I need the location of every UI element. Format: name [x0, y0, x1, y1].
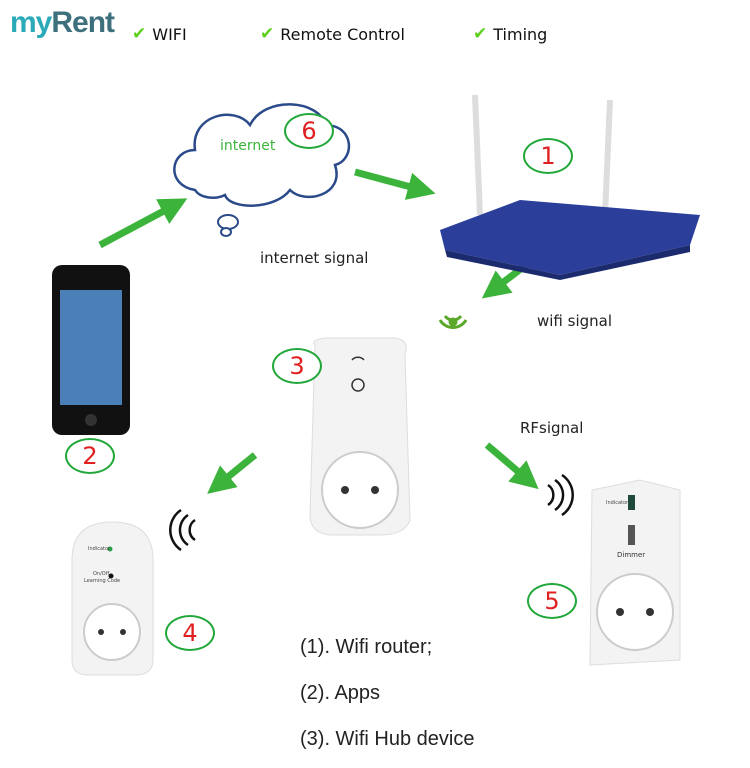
- dimmer-device: [589, 479, 681, 666]
- phone-icon: [52, 265, 130, 435]
- number-badge-1: 1: [523, 138, 573, 174]
- device4-indicator-label: Indicator: [88, 546, 111, 552]
- router-icon: [440, 94, 700, 280]
- device5-dimmer-label: Dimmer: [617, 551, 646, 559]
- feature-label: WIFI: [152, 24, 187, 44]
- rf-signal-label: RFsignal: [520, 419, 584, 437]
- wifi-hub-device: [309, 337, 411, 536]
- number-badge-3: 3: [272, 348, 322, 384]
- feature-wifi: ✔WIFI: [132, 24, 187, 44]
- check-icon: ✔: [132, 24, 147, 44]
- legend-item-3: (3). Wifi Hub device: [300, 728, 475, 750]
- legend-item-1: (1). Wifi router;: [300, 636, 433, 658]
- feature-label: Remote Control: [280, 24, 405, 44]
- number-badge-5: 5: [527, 583, 577, 619]
- check-icon: ✔: [260, 24, 275, 44]
- internet-signal-label: internet signal: [260, 249, 369, 267]
- device4-onoff-label: On/Off: [93, 571, 110, 577]
- wifi-signal-label: wifi signal: [537, 312, 613, 330]
- device4-learning-label: Learning Code: [84, 578, 121, 584]
- number-badge-4: 4: [165, 615, 215, 651]
- feature-label: Timing: [493, 24, 548, 44]
- cloud-label: internet: [220, 138, 276, 154]
- rf-socket-device: [71, 521, 154, 676]
- legend-item-2: (2). Apps: [300, 682, 381, 704]
- number-badge-2: 2: [65, 438, 115, 474]
- wifi-icon: [438, 314, 468, 330]
- feature-timing: ✔Timing: [473, 24, 547, 44]
- feature-remote-control: ✔Remote Control: [260, 24, 405, 44]
- check-icon: ✔: [473, 24, 488, 44]
- rf-wave-icon: [169, 473, 574, 552]
- logo: myRent: [10, 6, 115, 39]
- number-badge-6: 6: [284, 113, 334, 149]
- device5-indicator-label: Indicator: [606, 500, 629, 506]
